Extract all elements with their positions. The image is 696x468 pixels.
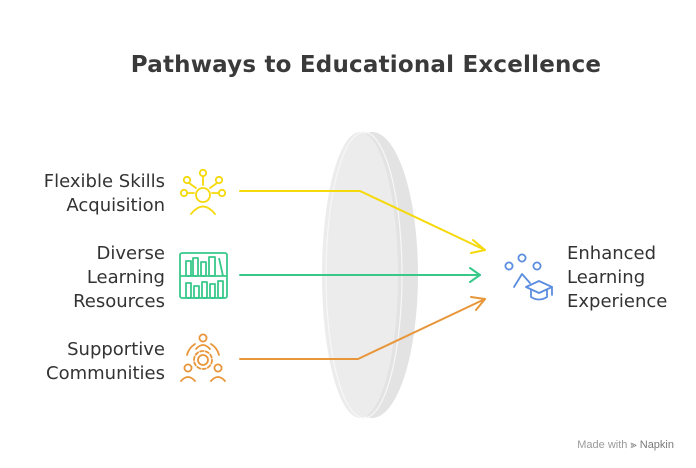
skills-network-icon [179,168,227,215]
label-enhanced-learning: Enhanced Learning Experience [567,243,668,312]
watermark-brand: Napkin [639,439,674,451]
bookshelf-icon [179,252,228,299]
community-gear-icon [180,333,226,382]
label-flexible-skills: Flexible Skills Acquisition [43,171,165,216]
watermark-prefix: Made with [577,439,628,451]
napkin-watermark[interactable]: Made with ⫸ Napkin [577,439,674,452]
label-supportive-communities: Supportive Communities [46,339,165,384]
diagram-title: Pathways to Educational Excellence [130,52,602,78]
arrow-diverse-resources [239,267,481,283]
graduation-cap-icon [504,253,553,301]
arrow-supportive-communities [239,296,486,360]
arrow-flexible-skills [239,190,486,254]
napkin-logo-icon: ⫸ [630,439,637,451]
label-diverse-resources: Diverse Learning Resources [73,243,165,312]
